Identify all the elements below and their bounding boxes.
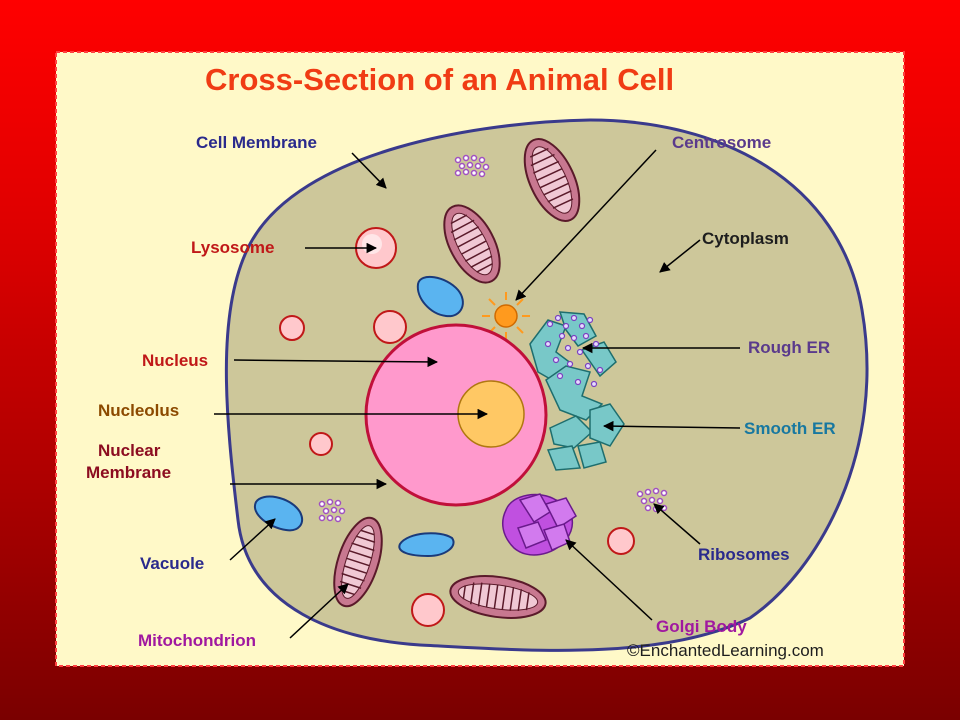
pointer-smooth-er [602,420,741,432]
label-pointers [214,149,741,639]
pointer-golgi-body [565,539,653,621]
vacuole [398,532,455,558]
label-golgi-body: Golgi Body [656,617,747,636]
label-nucleus: Nucleus [142,351,208,370]
mitochondrion [443,204,501,284]
lysosome [309,432,333,456]
lysosome [279,315,305,341]
label-ribosomes: Ribosomes [698,545,790,564]
ribosome-cluster [454,154,490,178]
pointer-centrosome [515,149,657,301]
lysosome [607,527,635,555]
mitochondrion [449,575,547,619]
label-vacuole: Vacuole [140,554,204,573]
mitochondrion [523,138,581,222]
golgi-body [501,493,577,556]
pointer-nucleus [233,356,439,368]
centrosome [482,292,530,340]
pointer-vacuole [229,518,276,561]
nucleus [364,323,548,507]
diagram-title: Cross-Section of an Animal Cell [205,62,674,97]
label-nucleolus: Nucleolus [98,401,179,420]
label-lysosome: Lysosome [191,238,274,257]
pointer-ribosomes [653,503,701,545]
label-centrosome: Centrosome [672,133,771,152]
pointer-mitochondrion [289,583,349,639]
pointer-cytoplasm [659,239,701,273]
label-cytoplasm: Cytoplasm [702,229,789,248]
label-nuclear-membrane-line1: Nuclear [98,441,161,460]
label-smooth-er: Smooth ER [744,419,836,438]
credit-text: ©EnchantedLearning.com [627,641,824,660]
label-rough-er: Rough ER [748,338,830,357]
pointer-cell-membrane [351,152,387,189]
ribosome-cluster [636,487,668,513]
lysosome [411,593,445,627]
ribosome-cluster [318,498,346,523]
rough-er-ribosomes [544,314,604,388]
label-cell-membrane: Cell Membrane [196,133,317,152]
label-nuclear-membrane-line2: Membrane [86,463,171,482]
vacuole [416,275,464,318]
lysosome [373,310,407,344]
label-mitochondrion: Mitochondrion [138,631,256,650]
